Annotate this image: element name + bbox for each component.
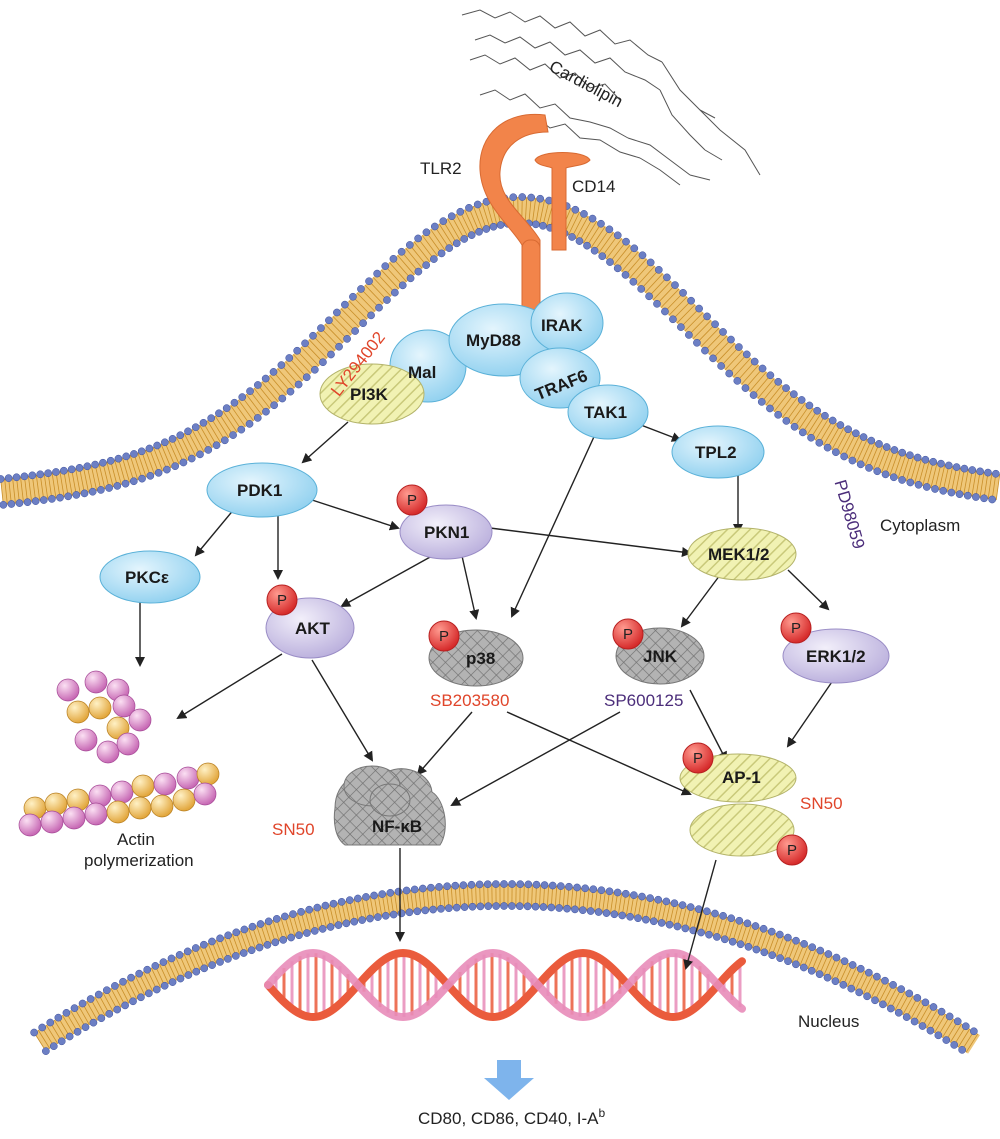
- phospho-label-ap1-upper: P: [693, 750, 703, 767]
- pkce-label: PKCε: [125, 568, 169, 587]
- myd88-label: MyD88: [466, 331, 521, 350]
- pdk1-label: PDK1: [237, 481, 282, 500]
- phospho-label-p38: P: [439, 628, 449, 645]
- output-arrow: [484, 1060, 534, 1100]
- actin-label-line2: polymerization: [84, 851, 194, 870]
- tpl2-node: [671, 425, 765, 479]
- sn50-left-inhibitor: SN50: [272, 820, 315, 839]
- output-markers-label: CD80, CD86, CD40, I-Ab: [418, 1106, 605, 1128]
- pkn1-node: [399, 504, 493, 560]
- tak1-node: [567, 384, 649, 440]
- actin-filament: [18, 670, 220, 837]
- phospho-markers: [266, 484, 812, 866]
- mek12-node: [687, 527, 797, 581]
- erk12-node: [782, 628, 890, 684]
- pkn1-label: PKN1: [424, 523, 469, 542]
- sb203580-inhibitor: SB203580: [430, 691, 509, 710]
- tpl2-label: TPL2: [695, 443, 737, 462]
- irak-label: IRAK: [541, 316, 583, 335]
- pi3k-label: PI3K: [350, 385, 389, 404]
- cytoplasm-label: Cytoplasm: [880, 516, 960, 535]
- nfkb-complex: [333, 765, 446, 846]
- cd14-label: CD14: [572, 177, 615, 196]
- cardiolipin-structure: [461, 9, 761, 186]
- tak1-label: TAK1: [584, 403, 627, 422]
- sn50-right-inhibitor: SN50: [800, 794, 843, 813]
- mal-label: Mal: [408, 363, 436, 382]
- pathway-arrows: [135, 409, 837, 970]
- pdk1-node: [206, 462, 318, 518]
- tlr2-label: TLR2: [420, 159, 462, 178]
- nfkb-label: NF-κB: [372, 817, 422, 836]
- actin-label-line1: Actin: [117, 830, 155, 849]
- pkce-node: [99, 550, 201, 604]
- mek12-label: MEK1/2: [708, 545, 769, 564]
- phospho-label-ap1-lower: P: [787, 842, 797, 859]
- nuclear-membrane: [30, 880, 980, 1055]
- pd98059-inhibitor: PD98059: [831, 478, 869, 551]
- ap1-lower-node: [689, 803, 795, 857]
- ap1-label: AP-1: [722, 768, 761, 787]
- erk12-label: ERK1/2: [806, 647, 866, 666]
- jnk-label: JNK: [643, 647, 678, 666]
- phospho-label-erk12: P: [791, 620, 801, 637]
- phospho-label-jnk: P: [623, 626, 633, 643]
- p38-label: p38: [466, 649, 495, 668]
- cd14-receptor: [534, 152, 591, 251]
- pi3k-node: [319, 363, 425, 425]
- sp600125-inhibitor: SP600125: [604, 691, 683, 710]
- cardiolipin-label: Cardiolipin: [546, 57, 626, 111]
- phospho-label-akt: P: [277, 592, 287, 609]
- nucleus-label: Nucleus: [798, 1012, 859, 1031]
- phospho-label-pkn1: P: [407, 492, 417, 509]
- dna-helix: [264, 948, 746, 1022]
- akt-label: AKT: [295, 619, 331, 638]
